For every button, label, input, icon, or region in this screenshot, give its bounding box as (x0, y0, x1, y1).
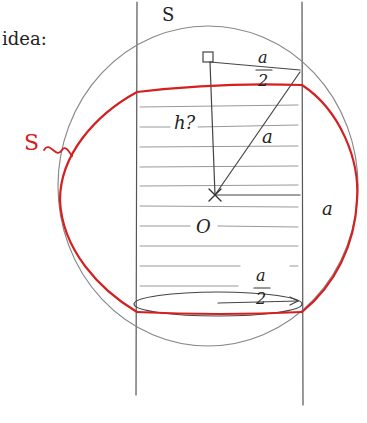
right-angle-mark (203, 52, 213, 62)
cylinder-line (136, 2, 137, 395)
arrow-head (290, 297, 298, 305)
center-mark (209, 189, 221, 201)
dimension-label: a (262, 128, 273, 146)
axis-line (210, 62, 215, 195)
fraction-bar (254, 287, 270, 288)
surface-label: S (162, 6, 174, 24)
dimension-label: a (256, 268, 266, 284)
half-chord (210, 62, 300, 70)
dimension-label: 2 (256, 291, 266, 307)
fraction-bar (256, 69, 272, 70)
dimension-label: a (322, 200, 333, 218)
dimension-label: O (196, 218, 211, 236)
note-text: idea: (2, 30, 47, 48)
dimension-label: a (258, 50, 268, 66)
disc-ellipse (134, 292, 302, 316)
surface-label: S (24, 132, 39, 154)
radius-line (215, 72, 300, 195)
dimension-label: 2 (258, 73, 268, 89)
dimension-label: h? (174, 114, 195, 132)
sphere-outline (58, 26, 358, 346)
leader-squiggle (44, 147, 72, 156)
radius-line (215, 194, 300, 195)
surface-outline (44, 84, 357, 314)
